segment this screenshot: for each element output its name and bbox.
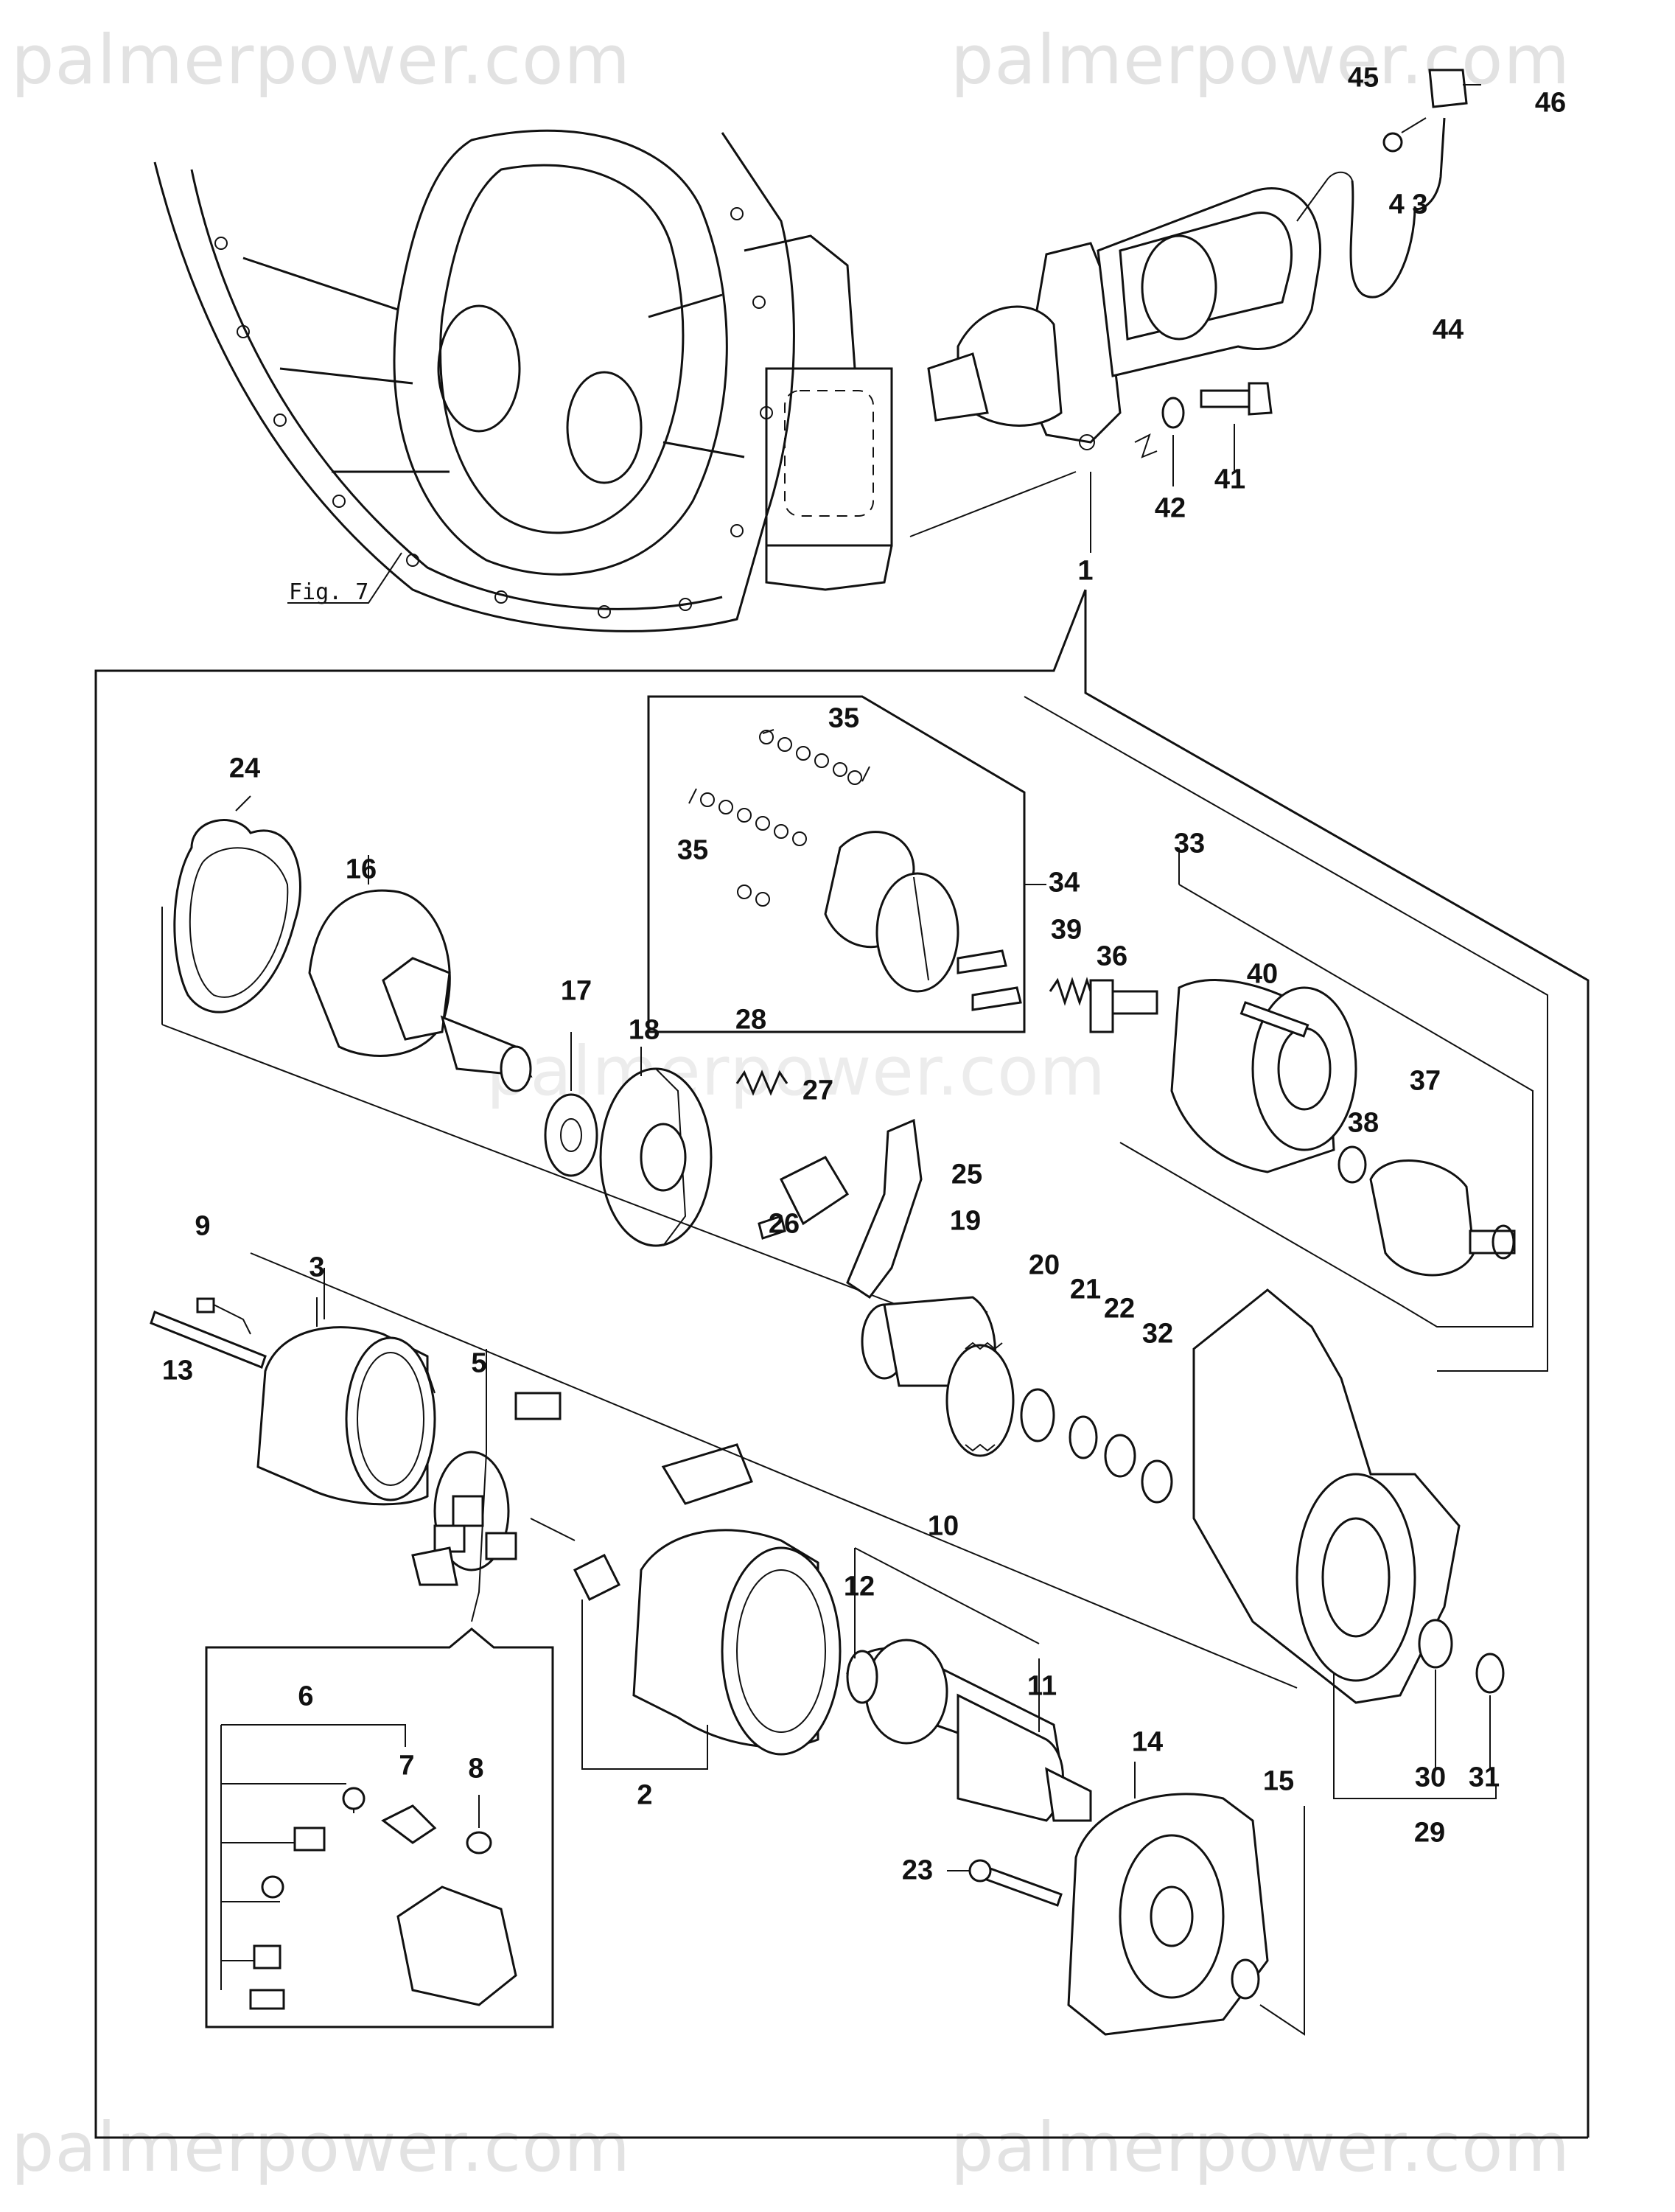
gasket-15 <box>1231 1958 1260 2000</box>
part-32 <box>1141 1459 1173 1504</box>
figure-reference[interactable]: Fig. 7 <box>289 579 369 605</box>
solenoid-box-33 <box>1024 696 1548 1372</box>
callout-14: 14 <box>1131 1726 1164 1758</box>
screw-9 <box>196 1297 215 1313</box>
callout-19: 19 <box>949 1205 982 1237</box>
washer-42 <box>1161 397 1185 486</box>
gasket-24 <box>173 795 301 1013</box>
part-22 <box>1104 1434 1136 1478</box>
callout-42: 42 <box>1154 492 1186 524</box>
callout-21: 21 <box>1069 1274 1102 1305</box>
callout-6: 6 <box>298 1681 314 1712</box>
callout-18: 18 <box>628 1014 660 1046</box>
bolt-13 <box>150 1311 267 1369</box>
callout-7: 7 <box>399 1750 415 1782</box>
bolt-41 <box>1200 382 1273 472</box>
callout-28: 28 <box>735 1004 767 1036</box>
callout-10: 10 <box>927 1510 959 1542</box>
part-21 <box>1069 1415 1098 1459</box>
callout-33: 33 <box>1173 828 1206 859</box>
callout-37: 37 <box>1409 1065 1441 1097</box>
callout-30: 30 <box>1414 1762 1447 1793</box>
callout-35b: 35 <box>676 834 709 866</box>
brush-holder-5 <box>411 1349 576 1622</box>
callout-44: 44 <box>1432 314 1464 346</box>
callout-46: 46 <box>1534 87 1567 119</box>
yoke-3 <box>256 1326 436 1506</box>
callout-17: 17 <box>560 975 592 1007</box>
callout-31: 31 <box>1468 1762 1500 1793</box>
watermark: palmerpower.com <box>11 21 632 100</box>
callout-15: 15 <box>1262 1765 1295 1797</box>
callout-41: 41 <box>1214 464 1246 495</box>
clutch-19 <box>861 1296 1015 1457</box>
callout-1: 1 <box>1077 555 1094 587</box>
callout-45: 45 <box>1347 62 1379 94</box>
end-cover-14 <box>1067 1762 1269 2036</box>
front-housing-29 <box>1192 1288 1505 1799</box>
callout-24: 24 <box>228 753 261 784</box>
watermark: palmerpower.com <box>11 2108 632 2187</box>
callout-40: 40 <box>1246 958 1279 990</box>
callout-26: 26 <box>768 1208 800 1240</box>
watermark: palmerpower.com <box>486 1032 1107 1111</box>
callout-32: 32 <box>1141 1318 1174 1350</box>
callout-25: 25 <box>951 1159 983 1190</box>
callout-8: 8 <box>468 1753 484 1784</box>
drive-16 <box>308 855 533 1092</box>
callout-35a: 35 <box>828 702 860 734</box>
bolt-23 <box>968 1859 1063 1907</box>
watermark: palmerpower.com <box>951 2108 1571 2187</box>
callout-2: 2 <box>637 1779 653 1811</box>
callout-11: 11 <box>1027 1670 1057 1702</box>
callout-12: 12 <box>843 1571 875 1602</box>
callout-20: 20 <box>1028 1249 1060 1281</box>
callout-13: 13 <box>161 1355 194 1386</box>
callout-23: 23 <box>901 1855 934 1886</box>
starter-assembly <box>927 69 1481 553</box>
callout-38: 38 <box>1347 1107 1379 1139</box>
callout-22: 22 <box>1103 1293 1136 1325</box>
hardware-kit-box-34 <box>647 695 1046 1033</box>
armature-10 <box>846 1547 1092 1822</box>
washer-17 <box>544 1032 598 1177</box>
callout-36: 36 <box>1096 941 1128 972</box>
callout-3: 3 <box>309 1252 325 1283</box>
callout-29: 29 <box>1413 1817 1446 1849</box>
callout-16: 16 <box>345 854 377 885</box>
callout-43: 4 3 <box>1388 189 1428 220</box>
callout-34: 34 <box>1048 867 1080 899</box>
callout-9: 9 <box>195 1210 211 1242</box>
field-coil-2 <box>573 1443 842 1770</box>
part-20 <box>1020 1388 1055 1442</box>
callout-27: 27 <box>802 1075 834 1106</box>
callout-39: 39 <box>1050 914 1083 946</box>
watermark: palmerpower.com <box>951 21 1571 100</box>
flywheel-housing <box>153 129 1077 632</box>
cover-18 <box>599 1047 713 1247</box>
callout-5: 5 <box>471 1347 487 1379</box>
brush-detail-box <box>205 1627 554 2028</box>
